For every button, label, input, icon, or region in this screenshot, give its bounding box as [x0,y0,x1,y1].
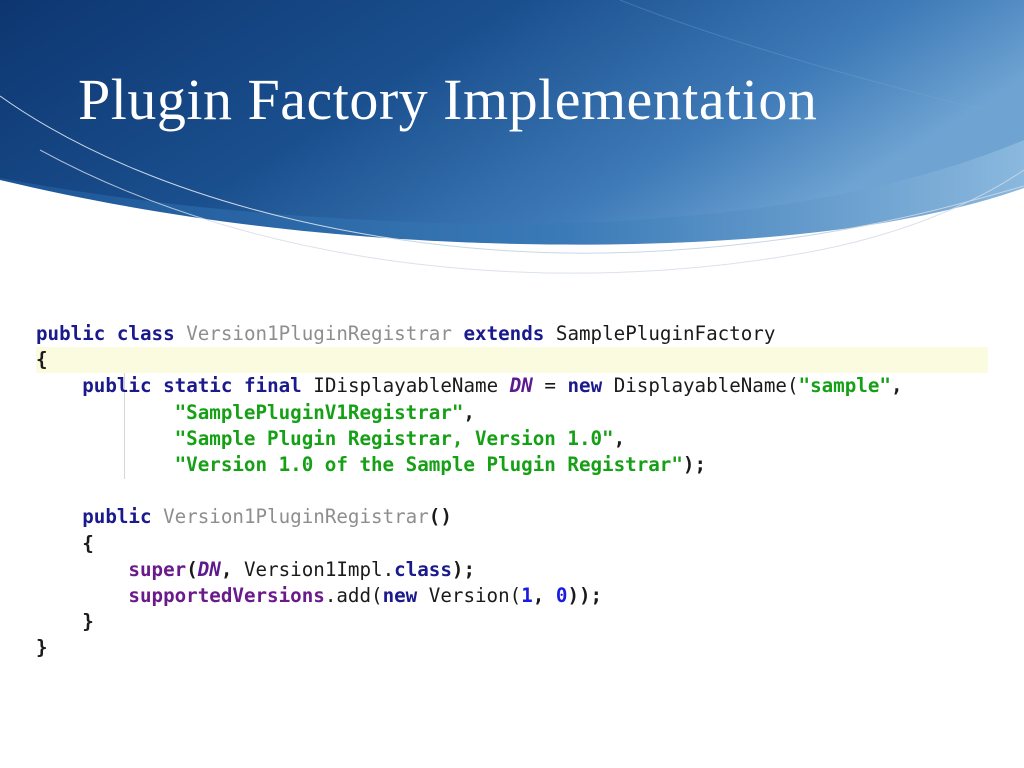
code-line-field-arg-3: "Sample Plugin Registrar, Version 1.0", [174,426,626,450]
indent-guide [124,373,125,479]
code-line-field-arg-4: "Version 1.0 of the Sample Plugin Regist… [174,452,707,476]
code-line-super-call: super(DN, Version1Impl.class); [128,557,476,581]
code-line-class-declaration: public class Version1PluginRegistrar ext… [36,322,776,345]
code-line-constructor-open-brace: { [82,531,94,555]
code-line-class-open-brace: { [36,347,988,374]
code-line-class-close-brace: } [36,636,48,660]
header-background [0,0,1024,274]
code-line-constructor-signature: public Version1PluginRegistrar() [82,505,452,529]
code-line-field-declaration: public static final IDisplayableName DN … [82,374,903,398]
slide-title: Plugin Factory Implementation [78,67,818,132]
code-line-constructor-close-brace: } [82,610,94,634]
code-line-add-version: supportedVersions.add(new Version(1, 0))… [128,583,603,607]
code-block: public class Version1PluginRegistrar ext… [36,321,988,661]
code-line-blank [36,478,988,504]
code-line-field-arg-2: "SamplePluginV1Registrar", [174,400,475,424]
